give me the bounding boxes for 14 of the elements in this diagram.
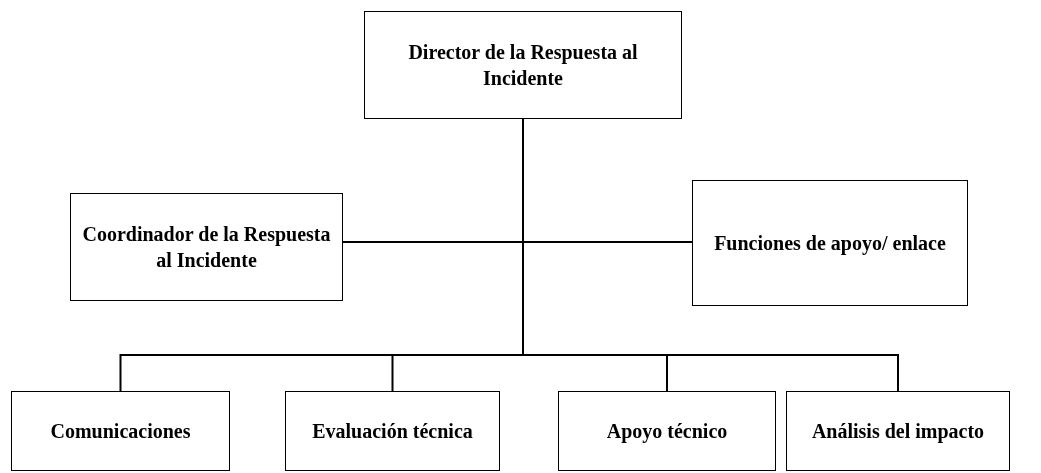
box-label: Evaluación técnica <box>312 419 473 444</box>
box-label: Director de la Respuesta al Incidente <box>407 40 639 91</box>
box-label: Comunicaciones <box>50 419 191 444</box>
org-box <box>364 11 682 119</box>
box-label: Análisis del impacto <box>811 419 985 444</box>
box-label: Apoyo técnico <box>606 419 728 444</box>
box-label: Funciones de apoyo/ enlace <box>714 231 946 256</box>
org-box <box>692 180 968 306</box>
org-box <box>11 391 230 471</box>
box-label: Coordinador de la Respuesta al Incidente <box>81 222 332 273</box>
org-box <box>558 391 776 471</box>
org-box <box>70 193 343 301</box>
org-box <box>786 391 1010 471</box>
org-box <box>285 391 500 471</box>
